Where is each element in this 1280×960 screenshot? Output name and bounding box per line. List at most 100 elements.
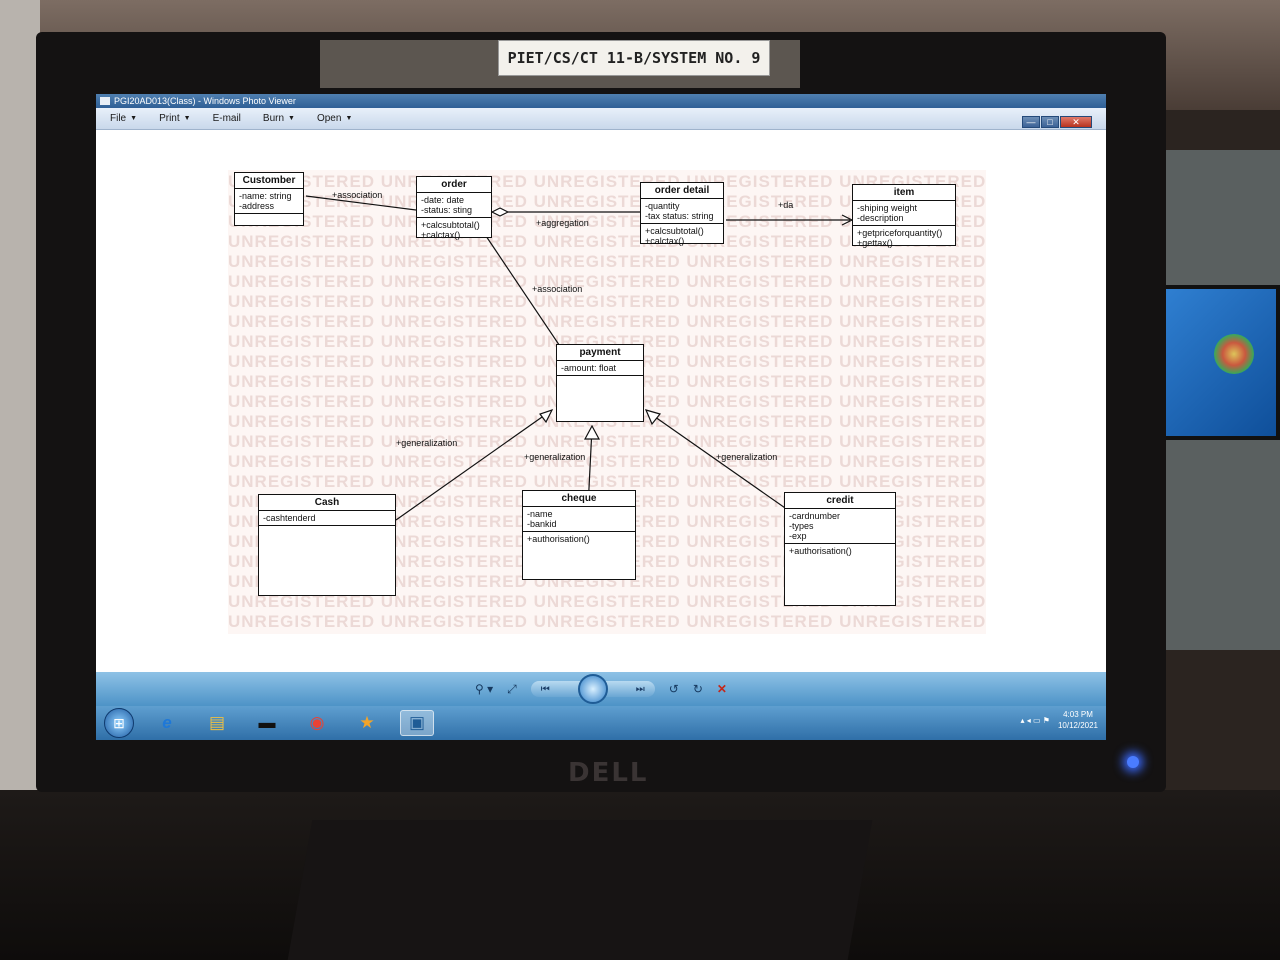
generalization-label: +generalization <box>524 452 586 462</box>
class-operation: +gettax() <box>857 238 893 248</box>
rotate-ccw-button[interactable]: ↺ <box>668 682 679 696</box>
chevron-down-icon: ▼ <box>183 115 191 122</box>
class-operations: +getpriceforquantity() +gettax() <box>853 226 955 250</box>
window-titlebar[interactable]: PGI20AD013(Class) - Windows Photo Viewer <box>96 94 1106 108</box>
class-operations: +authorisation() <box>523 532 635 546</box>
class-operation: +calcsubtotal() <box>421 220 480 230</box>
monitor-brand: DELL <box>568 758 649 788</box>
class-cash: Cash -cashtenderd <box>258 494 396 596</box>
class-operation: +authorisation() <box>527 534 590 544</box>
menu-file[interactable]: File▼ <box>110 113 137 124</box>
command-prompt-icon[interactable]: ▬ <box>258 713 276 732</box>
class-name: item <box>853 185 955 201</box>
monitor-stand <box>287 820 873 960</box>
menu-print[interactable]: Print▼ <box>159 113 191 124</box>
class-attribute: -description <box>857 213 904 223</box>
association-label: +association <box>332 190 383 200</box>
class-attribute: -status: sting <box>421 205 473 215</box>
chevron-down-icon: ▼ <box>345 115 353 122</box>
delete-button[interactable]: ✕ <box>716 682 727 696</box>
class-operation: +authorisation() <box>789 546 852 556</box>
star-app-icon[interactable]: ★ <box>359 713 375 732</box>
system-label: PIET/CS/CT 11-B/SYSTEM NO. 9 <box>498 40 770 76</box>
menu-email[interactable]: E-mail <box>213 113 241 124</box>
power-led-icon[interactable] <box>1127 756 1139 768</box>
class-attributes: -cashtenderd <box>259 511 395 526</box>
internet-explorer-icon[interactable]: e <box>162 713 172 732</box>
class-attribute: -name <box>527 509 553 519</box>
class-payment: payment -amount: float <box>556 344 644 422</box>
credit-generalization-line <box>647 411 789 511</box>
zoom-button[interactable]: ⚲ ▾ <box>475 682 494 696</box>
image-viewport[interactable]: UNREGISTERED UNREGISTERED UNREGISTERED U… <box>96 130 1106 672</box>
actual-size-button[interactable]: ⤢ <box>507 681 517 696</box>
class-name: payment <box>557 345 643 361</box>
menu-open-label: Open <box>316 113 342 124</box>
class-attributes: -quantity -tax status: string <box>641 199 723 224</box>
watermark-row: UNREGISTERED UNREGISTERED UNREGISTERED U… <box>228 332 986 351</box>
class-name: Cash <box>259 495 395 511</box>
windows-logo-icon <box>1214 334 1254 374</box>
class-attributes: -date: date -status: sting <box>417 193 491 218</box>
chrome-icon[interactable]: ◉ <box>309 713 325 732</box>
photo-viewer-taskbar-icon[interactable]: ▣ <box>400 710 434 736</box>
maximize-button[interactable]: □ <box>1041 116 1059 128</box>
class-operations <box>235 214 303 226</box>
navigation-group: ⏮ ⏭ <box>530 674 655 704</box>
association-label: +da <box>778 200 794 210</box>
class-attributes: -shiping weight -description <box>853 201 955 226</box>
rotate-cw-button[interactable]: ↻ <box>692 682 703 696</box>
watermark-row: UNREGISTERED UNREGISTERED UNREGISTERED U… <box>228 472 986 491</box>
watermark-row: UNREGISTERED UNREGISTERED UNREGISTERED U… <box>228 612 986 631</box>
class-operations <box>557 376 643 388</box>
class-cheque: cheque -name -bankid +authorisation() <box>522 490 636 580</box>
menu-burn-label: Burn <box>262 113 285 124</box>
adjacent-monitor <box>1162 285 1280 440</box>
close-button[interactable]: ✕ <box>1060 116 1092 128</box>
clock-time: 4:03 PM <box>1063 710 1093 719</box>
class-credit: credit -cardnumber -types -exp +authoris… <box>784 492 896 606</box>
class-attribute: -date: date <box>421 195 465 205</box>
class-operation: +getpriceforquantity() <box>857 228 943 238</box>
class-name: cheque <box>523 491 635 507</box>
slideshow-button[interactable] <box>577 674 608 704</box>
class-operation: +calctax() <box>421 230 461 240</box>
class-attributes: -name: string -address <box>235 189 303 214</box>
class-name: order detail <box>641 183 723 199</box>
menu-email-label: E-mail <box>212 113 241 124</box>
generalization-triangle <box>539 408 554 424</box>
screen: PGI20AD013(Class) - Windows Photo Viewer… <box>96 94 1106 740</box>
class-attribute: -types <box>789 521 814 531</box>
previous-button[interactable]: ⏮ <box>540 683 550 695</box>
tray-icons[interactable]: ▴ ◂ ▭ ⚑ <box>1020 715 1050 725</box>
aggregation-label: +aggregation <box>536 218 589 228</box>
viewer-toolbar: ⚲ ▾ ⤢ ⏮ ⏭ ↺ ↻ ✕ <box>96 672 1106 706</box>
clock[interactable]: 4:03 PM 10/12/2021 <box>1058 709 1098 731</box>
class-operations: +calcsubtotal() +calctax() <box>641 224 723 248</box>
class-attribute: -cardnumber <box>789 511 841 521</box>
minimize-button[interactable]: — <box>1022 116 1040 128</box>
class-attributes: -amount: float <box>557 361 643 376</box>
file-explorer-icon[interactable]: ▤ <box>208 713 226 732</box>
class-name: credit <box>785 493 895 509</box>
start-button[interactable]: ⊞ <box>104 708 134 738</box>
class-attribute: -tax status: string <box>645 211 714 221</box>
class-attribute: -name: string <box>239 191 292 201</box>
relationship-lines <box>305 195 854 521</box>
class-operations <box>259 526 395 538</box>
window-controls: — □ ✕ <box>1022 116 1092 128</box>
chevron-down-icon: ▼ <box>288 115 295 122</box>
photo-viewer-icon <box>100 97 110 105</box>
generalization-triangle <box>583 424 601 440</box>
menu-burn[interactable]: Burn▼ <box>263 113 295 124</box>
system-tray: ▴ ◂ ▭ ⚑ 4:03 PM 10/12/2021 <box>1021 709 1098 731</box>
window-title: PGI20AD013(Class) - Windows Photo Viewer <box>114 96 296 106</box>
class-name: order <box>417 177 491 193</box>
menu-open[interactable]: Open▼ <box>317 113 352 124</box>
watermark-row: UNREGISTERED UNREGISTERED UNREGISTERED U… <box>228 452 986 471</box>
next-button[interactable]: ⏭ <box>635 683 645 695</box>
watermark-row: UNREGISTERED UNREGISTERED UNREGISTERED U… <box>228 292 986 311</box>
class-operation: +calcsubtotal() <box>645 226 704 236</box>
cash-generalization-line <box>395 409 553 521</box>
class-attribute: -cashtenderd <box>263 513 316 523</box>
